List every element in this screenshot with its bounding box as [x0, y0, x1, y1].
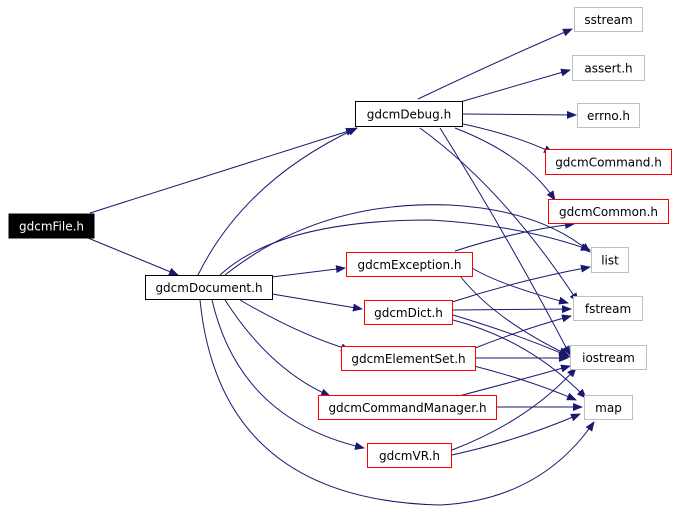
edge-debug-assert — [459, 68, 571, 103]
edge-file-document — [87, 237, 179, 276]
edge-debug-sstream — [417, 28, 573, 100]
node-gdcmexception[interactable]: gdcmException.h — [346, 252, 473, 277]
node-gdcmelementset[interactable]: gdcmElementSet.h — [341, 346, 476, 371]
edge-debug-command — [462, 123, 554, 154]
edge-document-vr — [211, 299, 365, 450]
node-label: fstream — [585, 302, 631, 316]
node-sstream[interactable]: sstream — [574, 7, 643, 32]
edge-exception-fstream — [471, 267, 569, 305]
node-label: gdcmVR.h — [379, 449, 440, 463]
node-label: iostream — [582, 351, 635, 365]
edge-exception-iostream — [459, 275, 569, 356]
node-label: gdcmDocument.h — [155, 281, 262, 295]
edge-dict-map — [452, 319, 587, 399]
node-assert[interactable]: assert.h — [572, 55, 645, 81]
node-map[interactable]: map — [584, 395, 633, 420]
node-gdcmcommandmanager[interactable]: gdcmCommandManager.h — [318, 395, 497, 420]
edge-debug-common — [454, 127, 556, 201]
node-gdcmdocument[interactable]: gdcmDocument.h — [145, 275, 273, 300]
node-gdcmcommon[interactable]: gdcmCommon.h — [548, 199, 669, 224]
edge-vr-map — [451, 413, 581, 456]
node-gdcmvr[interactable]: gdcmVR.h — [367, 443, 452, 468]
edge-document-list-1 — [219, 219, 591, 276]
node-label: gdcmDict.h — [374, 306, 443, 320]
dependency-edges — [87, 28, 595, 506]
node-gdcmdebug[interactable]: gdcmDebug.h — [355, 101, 463, 127]
edge-debug-errno — [462, 110, 577, 119]
node-label: gdcmCommandManager.h — [328, 401, 486, 415]
node-label: map — [595, 401, 622, 415]
edge-dict-fstream — [452, 305, 572, 314]
node-label: errno.h — [587, 109, 630, 123]
node-gdcmfile[interactable]: gdcmFile.h — [8, 213, 95, 239]
node-label: assert.h — [584, 62, 632, 76]
edge-file-debug — [89, 127, 356, 214]
edge-document-elementset — [239, 299, 351, 352]
node-label: sstream — [584, 13, 632, 27]
edge-vr-iostream — [451, 367, 577, 451]
edge-document-commandmanager — [224, 299, 331, 397]
node-label: gdcmElementSet.h — [351, 352, 465, 366]
node-gdcmdict[interactable]: gdcmDict.h — [364, 300, 453, 325]
node-label: list — [601, 254, 619, 268]
node-label: gdcmDebug.h — [367, 108, 451, 122]
edge-elementset-map — [469, 364, 577, 401]
node-list[interactable]: list — [591, 247, 629, 273]
edge-dict-iostream — [452, 314, 571, 358]
node-label: gdcmCommon.h — [559, 205, 658, 219]
edge-elementset-fstream — [469, 314, 572, 351]
node-label: gdcmCommand.h — [555, 156, 662, 170]
edge-exception-common — [454, 221, 575, 252]
node-label: gdcmException.h — [358, 258, 462, 272]
edge-document-dict — [271, 293, 363, 312]
edge-commandmanager-iostream — [454, 364, 571, 398]
node-gdcmcommand[interactable]: gdcmCommand.h — [545, 149, 672, 175]
node-label: gdcmFile.h — [19, 220, 84, 234]
edge-debug-iostream — [439, 127, 571, 356]
edge-debug-fstream — [419, 127, 579, 303]
edge-dict-list — [451, 264, 591, 303]
node-iostream[interactable]: iostream — [570, 345, 647, 370]
edge-document-exception — [271, 265, 346, 278]
edge-document-map — [199, 299, 595, 506]
edge-document-debug — [197, 127, 358, 276]
node-fstream[interactable]: fstream — [573, 296, 643, 321]
node-errno[interactable]: errno.h — [577, 103, 640, 128]
